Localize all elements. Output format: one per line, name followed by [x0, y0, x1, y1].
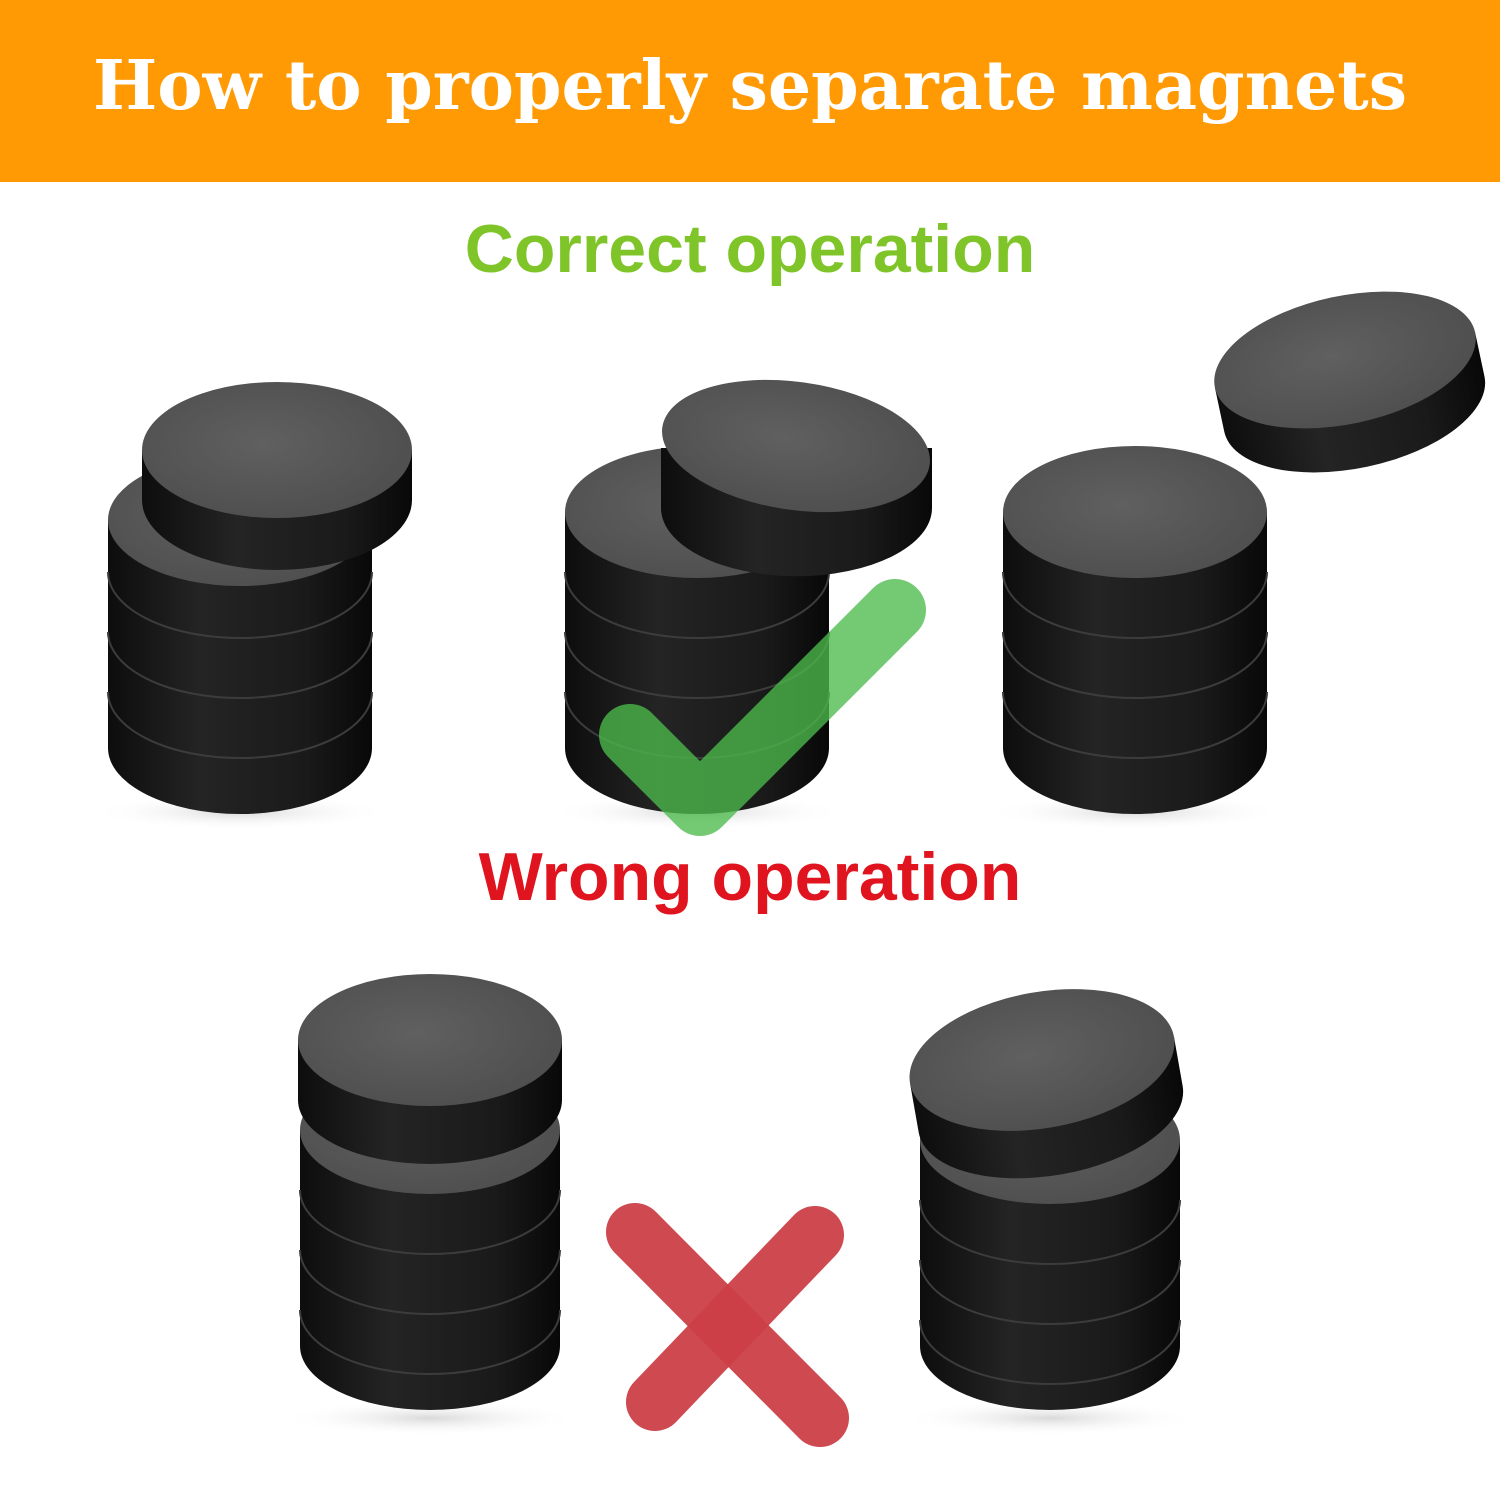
magnet-tilted-wrong-2	[909, 989, 1184, 1179]
magnet-sliding-top-correct-2	[661, 379, 932, 577]
title-banner: How to properly separate magnets	[0, 0, 1500, 182]
banner-title: How to properly separate magnets	[93, 46, 1407, 126]
magnet-sliding-top-correct-1	[142, 382, 412, 570]
magnet-separated-correct-3	[1214, 291, 1486, 473]
wrong-operation-label: Wrong operation	[478, 839, 1022, 915]
magnet-pulled-up-wrong-1	[298, 974, 562, 1164]
check-icon	[599, 579, 926, 836]
magnet-stack-wrong-2	[900, 989, 1200, 1436]
magnet-stack-wrong-1	[280, 974, 580, 1436]
magnet-stack-correct-1	[90, 382, 412, 830]
cross-icon	[606, 1203, 849, 1447]
correct-operation-label: Correct operation	[464, 211, 1036, 287]
magnet-stack-correct-3	[985, 291, 1486, 830]
